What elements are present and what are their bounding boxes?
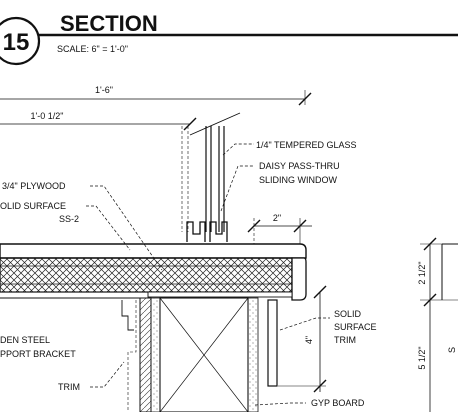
- countertop: [0, 243, 307, 301]
- dim-trim-height-label: 4": [304, 336, 314, 344]
- edge-fragment-label: S: [447, 347, 457, 353]
- label-ss-trim-line3: TRIM: [334, 335, 356, 345]
- glass-window: [181, 112, 241, 242]
- dimension-overall: 1'-6": [0, 85, 312, 106]
- solid-surface-top: [0, 243, 307, 259]
- solid-surface-nosing: [291, 257, 307, 301]
- label-window-line1: DAISY PASS-THRU: [259, 161, 340, 171]
- dimension-edge: 2": [247, 213, 312, 244]
- dim-edge-label: 2": [273, 213, 281, 223]
- label-gyp-board: GYP BOARD: [311, 398, 365, 408]
- label-trim: TRIM: [58, 382, 80, 392]
- label-window-line2: SLIDING WINDOW: [259, 175, 338, 185]
- label-ss-trim-line1: SOLID: [334, 309, 362, 319]
- label-ss-trim-line2: SURFACE: [334, 322, 377, 332]
- plywood-layer: [0, 257, 293, 293]
- scale-note: SCALE: 6" = 1'-0": [57, 44, 128, 54]
- label-bracket-line1: DEN STEEL: [0, 335, 50, 345]
- title-block: 15 SECTION SCALE: 6" = 1'-0": [0, 11, 458, 66]
- steel-bracket: [121, 300, 134, 331]
- label-tempered-glass: 1/4" TEMPERED GLASS: [256, 140, 357, 150]
- dimension-partial: 1'-0 1/2": [0, 111, 197, 131]
- annotations: 1/4" TEMPERED GLASS DAISY PASS-THRU SLID…: [0, 140, 377, 408]
- label-solid-surface-line1: OLID SURFACE: [0, 201, 66, 211]
- dim-right-lower-label: 5 1/2": [417, 346, 427, 369]
- label-plywood: 3/4" PLYWOOD: [2, 181, 66, 191]
- section-title: SECTION: [60, 11, 158, 36]
- section-number: 15: [3, 29, 30, 56]
- label-solid-surface-line2: SS-2: [59, 214, 79, 224]
- dimension-trim-height: 4": [278, 285, 327, 393]
- dim-partial-label: 1'-0 1/2": [31, 111, 64, 121]
- dimension-right: 2 1/2" 5 1/2" S: [417, 237, 458, 412]
- dim-right-upper-label: 2 1/2": [417, 261, 427, 284]
- section-number-circle: [0, 16, 41, 66]
- wall-section: [0, 297, 278, 412]
- dim-overall-label: 1'-6": [95, 85, 113, 95]
- solid-surface-trim: [267, 299, 278, 387]
- label-bracket-line2: PPORT BRACKET: [0, 349, 76, 359]
